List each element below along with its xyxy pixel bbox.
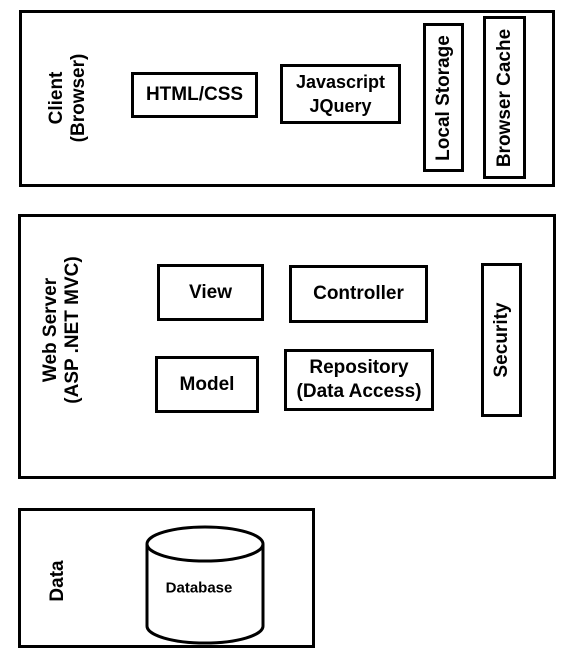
- data-tier-label-text: Data: [47, 560, 68, 602]
- controller-box: Controller: [289, 265, 428, 323]
- model-box: Model: [155, 356, 259, 413]
- security-box: Security: [481, 263, 522, 417]
- local-storage-box: Local Storage: [423, 23, 464, 172]
- web-server-tier-box: [18, 214, 556, 479]
- data-tier-label: Data: [47, 560, 69, 601]
- controller-label: Controller: [313, 283, 404, 304]
- javascript-jquery-box: Javascript JQuery: [280, 64, 401, 124]
- model-label: Model: [179, 373, 235, 395]
- view-label: View: [189, 281, 232, 303]
- web-server-tier-label-text: Web Server (ASP .NET MVC): [40, 256, 83, 404]
- web-server-tier-label: Web Server (ASP .NET MVC): [40, 256, 84, 403]
- client-tier-label-text: Client (Browser): [46, 53, 89, 143]
- javascript-jquery-label: Javascript JQuery: [295, 72, 386, 116]
- local-storage-label: Local Storage: [432, 34, 454, 161]
- repository-label: Repository (Data Access): [296, 357, 422, 402]
- browser-cache-label: Browser Cache: [493, 28, 515, 167]
- database-label: Database: [165, 579, 233, 597]
- view-box: View: [157, 264, 264, 321]
- security-label: Security: [490, 302, 512, 378]
- html-css-label: HTML/CSS: [145, 84, 244, 105]
- browser-cache-box: Browser Cache: [483, 16, 526, 179]
- repository-box: Repository (Data Access): [284, 349, 434, 411]
- html-css-box: HTML/CSS: [131, 72, 258, 118]
- client-tier-label: Client (Browser): [46, 54, 90, 143]
